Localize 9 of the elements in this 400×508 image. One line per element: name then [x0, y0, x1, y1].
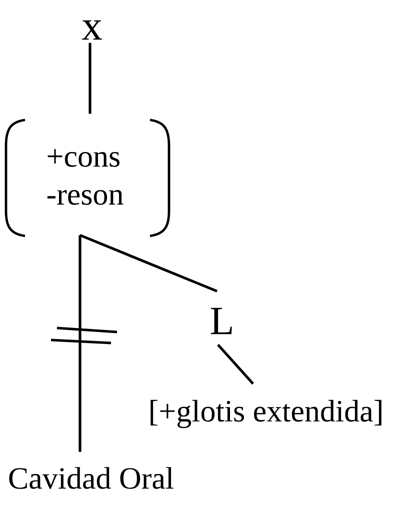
- association-line: [80, 234, 218, 292]
- association-line: [217, 344, 254, 385]
- association-line: [88, 42, 92, 114]
- node-label: Cavidad Oral: [9, 467, 174, 489]
- association-line: [78, 235, 82, 452]
- feature-matrix: +cons -reson: [4, 118, 170, 238]
- node-label: L: [210, 308, 232, 334]
- feature-label: [+glotis extendida]: [150, 400, 382, 428]
- node-label: x: [82, 20, 102, 40]
